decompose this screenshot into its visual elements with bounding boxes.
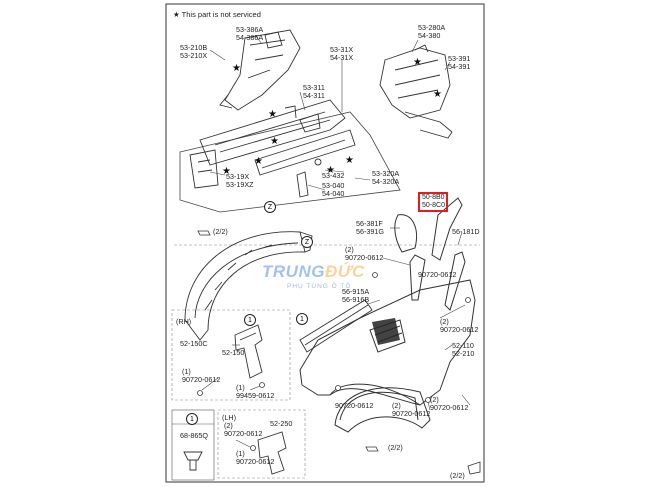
- label-90720-0612-g: (1) 90720-0612: [182, 367, 221, 385]
- star-icon: ★: [345, 155, 354, 166]
- star-icon: ★: [326, 165, 335, 176]
- label-53-432: 53-432: [322, 171, 345, 180]
- label-56-915a: 56-915A 56-916B: [342, 287, 370, 305]
- label-53-210b: 53-210B 53-210X: [180, 43, 208, 61]
- label-52-150c: 52-150C: [180, 339, 208, 348]
- star-icon: ★: [232, 63, 241, 74]
- label-90720-0612-e: (2) 90720-0612: [392, 401, 431, 419]
- label-52-250: 52-250: [270, 419, 293, 428]
- label-56-181d: 56-181D: [452, 227, 480, 236]
- label-52-150: 52-150: [222, 348, 245, 357]
- label-90720-0612-a: (2) 90720-0612: [345, 245, 384, 263]
- not-serviced-note: ★ This part is not serviced: [173, 10, 261, 19]
- label-53-19x: 53-19X 53-19XZ: [226, 172, 254, 190]
- label-90720-0612-f: (2) 90720-0612: [430, 395, 469, 413]
- callout-line-1: 50-8B0: [422, 194, 445, 201]
- callout-line-2: 50-8C0: [422, 202, 445, 209]
- lh-label: (LH): [222, 413, 236, 422]
- label-53-386a: 53-386A 54-386A: [236, 25, 264, 43]
- label-53-31x: 53-31X 54-31X: [330, 45, 354, 63]
- label-90720-0612-b: 90720-0612: [418, 270, 457, 279]
- star-icon: ★: [254, 156, 263, 167]
- sheet-ref-label: (2/2): [450, 471, 465, 480]
- star-icon: ★: [268, 109, 277, 120]
- star-icon: ★: [222, 166, 231, 177]
- watermark-subtitle: PHỤ TÙNG Ô TÔ: [287, 283, 352, 290]
- label-99459-0612: (1) 99459-0612: [236, 383, 275, 401]
- star-icon: ★: [433, 89, 442, 100]
- view-marker-z: Z: [301, 236, 313, 248]
- label-56-381f: 56-381F 56-391G: [356, 219, 384, 237]
- star-icon: ★: [413, 57, 422, 68]
- label-53-311: 53-311 54-311: [303, 83, 325, 101]
- label-53-040: 53-040 54-040: [322, 181, 345, 199]
- ref-marker-1: 1: [244, 314, 256, 326]
- label-68-865q: 68-865Q: [180, 431, 208, 440]
- star-icon: ★: [270, 136, 279, 147]
- label-90720-0612-i: (1) 90720-0612: [236, 449, 275, 467]
- ref-marker-1: 1: [186, 413, 198, 425]
- label-90720-0612-c: (2) 90720-0612: [440, 317, 479, 335]
- ref-marker-1: 1: [296, 313, 308, 325]
- rh-label: (RH): [176, 317, 192, 326]
- label-53-320a: 53-320A 54-320A: [372, 169, 400, 187]
- label-53-280a: 53-280A 54-380: [418, 23, 446, 41]
- watermark-logo: TRUNGĐỨC: [262, 262, 365, 281]
- label-90720-0612-d: 90720-0612: [335, 401, 374, 410]
- sheet-ref-label: (2/2): [213, 227, 228, 236]
- label-90720-0612-h: (2) 90720-0612: [224, 421, 263, 439]
- highlighted-part-callout: 50-8B0 50-8C0: [418, 192, 448, 212]
- label-53-391: 53-391 54-391: [448, 54, 471, 72]
- view-marker-z: Z: [264, 201, 276, 213]
- label-52-110: 52-110 52-210: [452, 341, 475, 359]
- sheet-ref-label: (2/2): [388, 443, 403, 452]
